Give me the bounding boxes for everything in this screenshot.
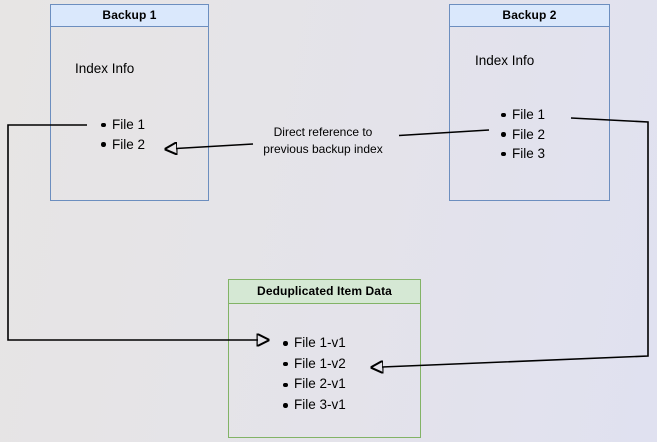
backup1-file-list: File 1 File 2 (100, 115, 145, 155)
annotation-line2: previous backup index (263, 141, 383, 156)
backup2-file-list: File 1 File 2 File 3 (500, 105, 545, 164)
backup1-title: Backup 1 (102, 8, 157, 23)
list-item: File 2-v1 (283, 374, 346, 395)
backup2-index-info-label: Index Info (475, 53, 535, 68)
dedup-file-list: File 1-v1 File 1-v2 File 2-v1 File 3-v1 (283, 333, 346, 416)
list-item: File 1 (500, 105, 545, 125)
backup1-box: Backup 1 Index Info File 1 File 2 (50, 4, 209, 201)
annotation-line1: Direct reference to (273, 125, 373, 139)
dedup-title: Deduplicated Item Data (257, 284, 392, 299)
dedup-box: Deduplicated Item Data File 1-v1 File 1-… (228, 279, 421, 438)
list-item: File 1-v1 (283, 333, 346, 354)
dedup-header: Deduplicated Item Data (229, 280, 420, 304)
list-item: File 1-v2 (283, 354, 346, 375)
list-item: File 2 (100, 135, 145, 155)
list-item: File 3 (500, 144, 545, 164)
backup1-index-info-label: Index Info (75, 61, 135, 76)
backup2-title: Backup 2 (502, 8, 557, 23)
backup1-header: Backup 1 (51, 5, 208, 27)
list-item: File 1 (100, 115, 145, 135)
list-item: File 2 (500, 125, 545, 145)
backup2-header: Backup 2 (450, 5, 609, 27)
direct-reference-annotation: Direct reference to previous backup inde… (243, 124, 403, 157)
list-item: File 3-v1 (283, 395, 346, 416)
backup2-box: Backup 2 Index Info File 1 File 2 File 3 (449, 4, 610, 201)
